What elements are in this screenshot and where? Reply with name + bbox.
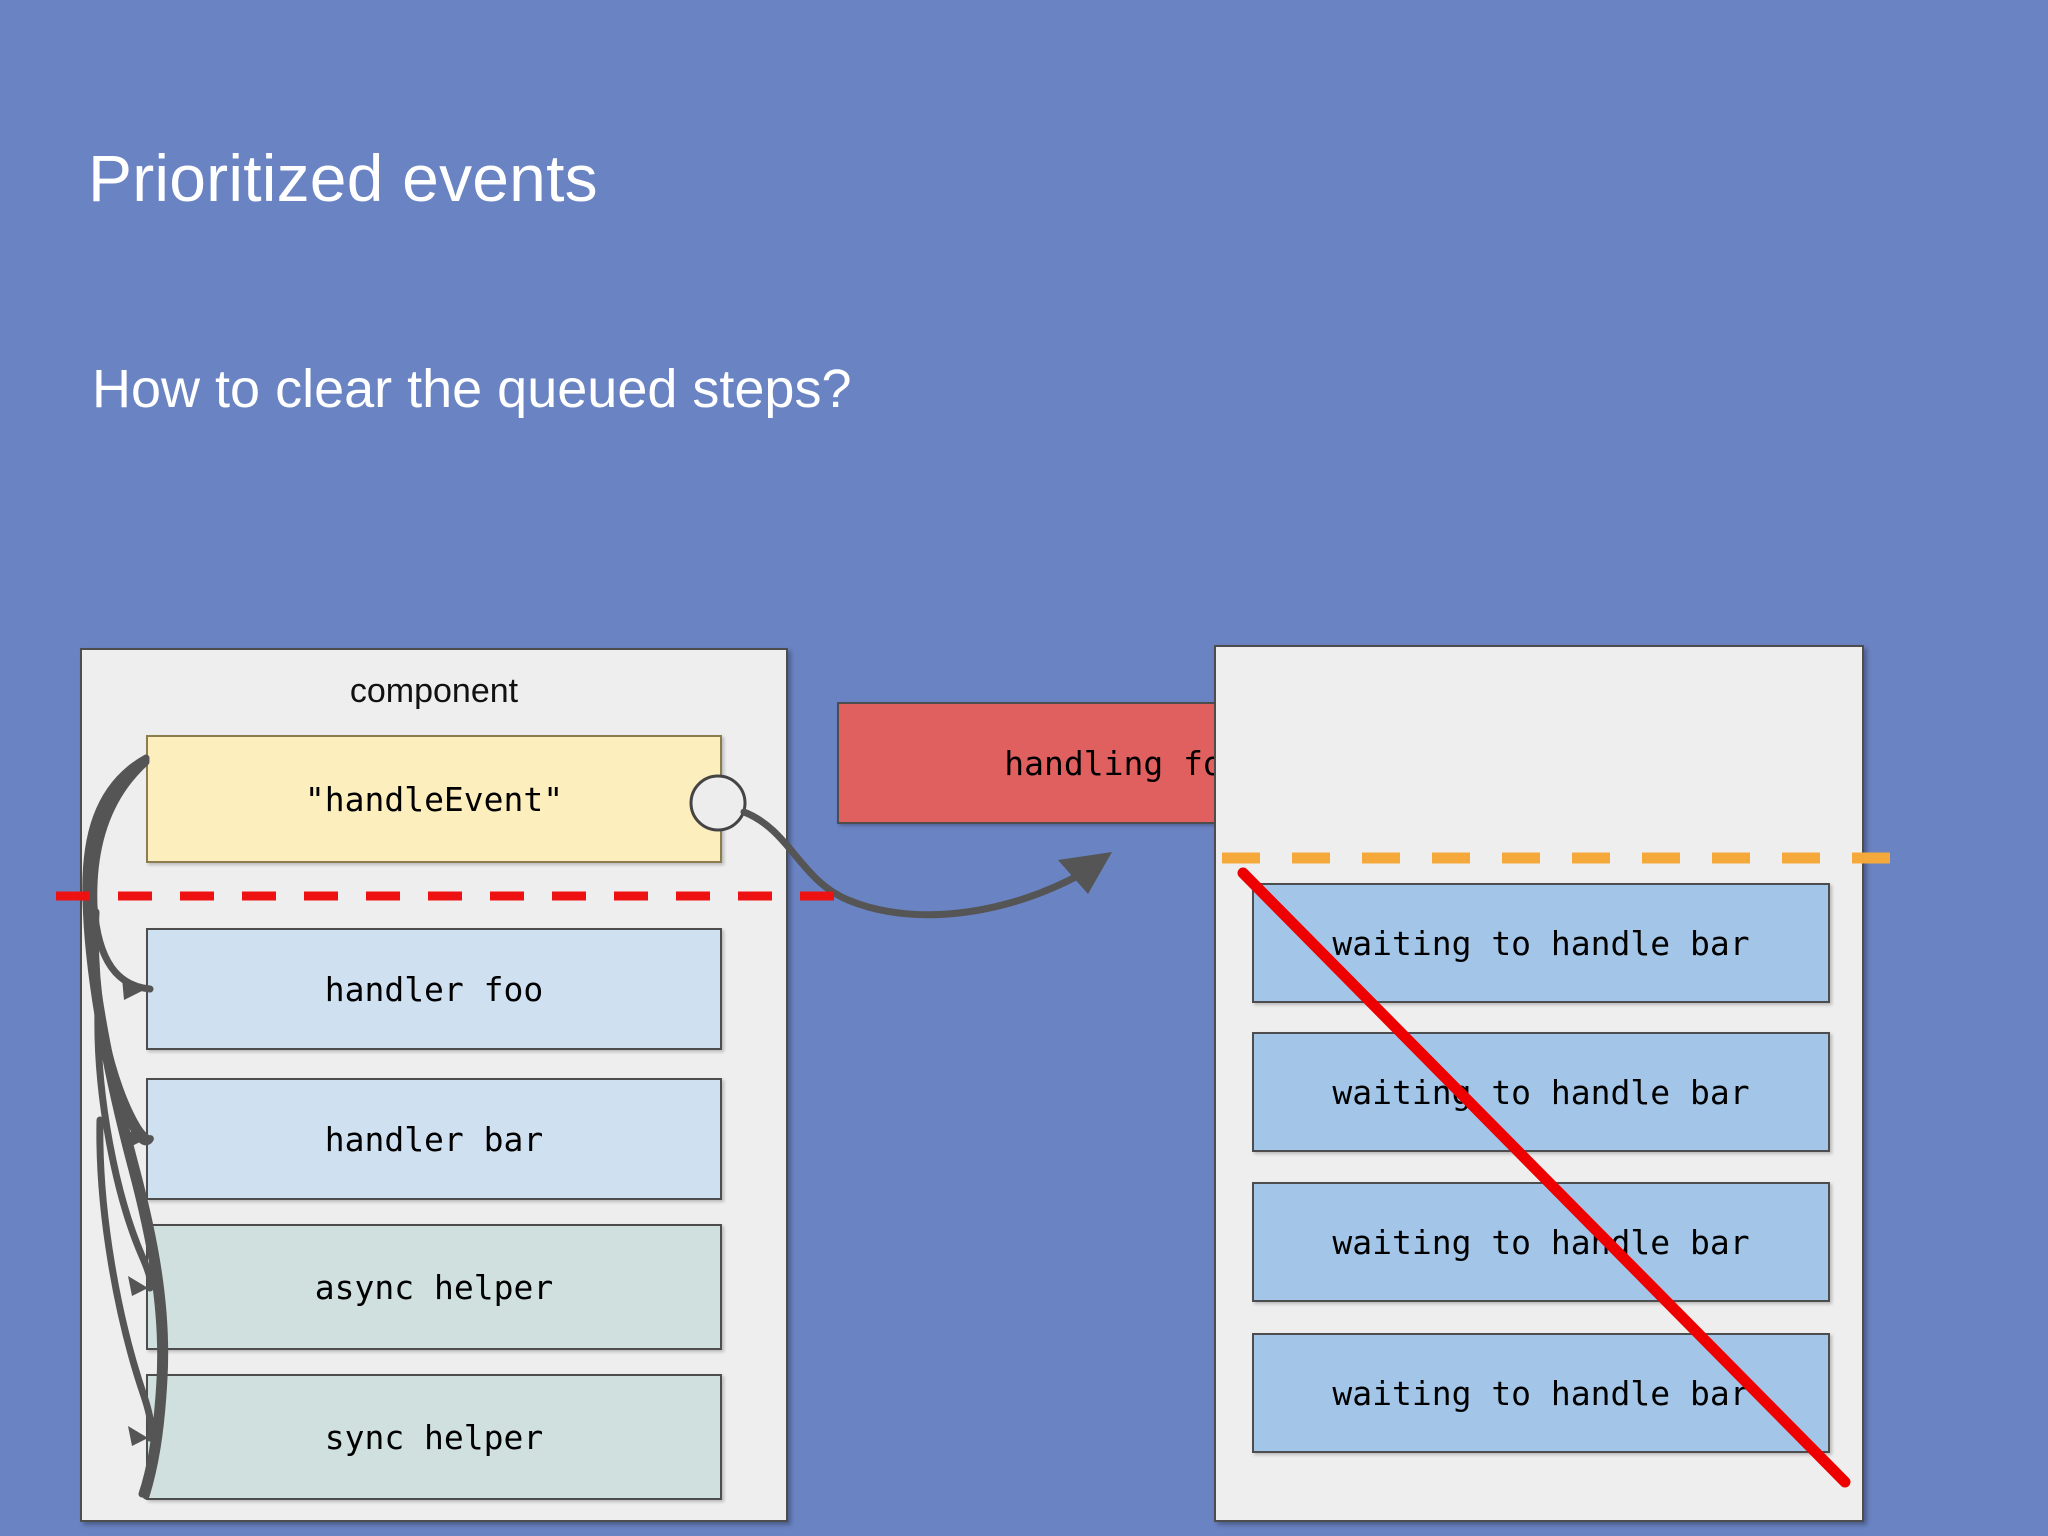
box-handler-bar[interactable]: handler bar [146,1078,722,1200]
box-async-helper[interactable]: async helper [146,1224,722,1350]
box-waiting-bar-3[interactable]: waiting to handle bar [1252,1182,1830,1302]
component-panel-title: component [349,672,519,710]
box-waiting-bar-1[interactable]: waiting to handle bar [1252,883,1830,1003]
box-handle-event[interactable]: "handleEvent" [146,735,722,863]
page-title: Prioritized events [88,141,598,215]
box-waiting-bar-2[interactable]: waiting to handle bar [1252,1032,1830,1152]
box-sync-helper[interactable]: sync helper [146,1374,722,1500]
curved-arrow-icon [740,808,1112,919]
box-waiting-bar-4[interactable]: waiting to handle bar [1252,1333,1830,1453]
page-subtitle: How to clear the queued steps? [92,359,852,419]
box-handler-foo[interactable]: handler foo [146,928,722,1050]
